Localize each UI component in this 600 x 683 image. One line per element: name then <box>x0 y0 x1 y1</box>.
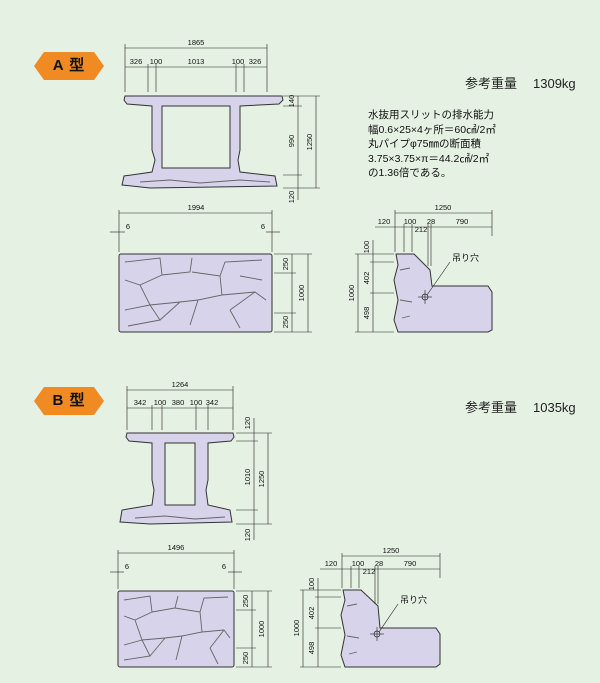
dim-a-front-part: 100 <box>150 57 163 66</box>
dim-a-side-height: 100 <box>362 241 371 254</box>
dim-b-plan-height: 250 <box>241 652 250 665</box>
type-a-plan-view: 1994 6 6 250 250 1000 <box>110 203 312 333</box>
lifting-hole-label: 吊り穴 <box>452 252 479 263</box>
badge-shape-b <box>34 387 104 415</box>
dim-b-plan-edge-left: 6 <box>125 562 129 571</box>
dim-b-plan-height-total: 1000 <box>257 621 266 638</box>
dim-b-side-total: 1250 <box>383 546 400 555</box>
dim-a-side-height-total: 1000 <box>347 285 356 302</box>
dim-b-front-part: 100 <box>154 398 167 407</box>
dim-b-front-part: 380 <box>172 398 185 407</box>
type-b-badge: B 型 <box>34 387 104 415</box>
type-a-front-view: 1865 326 100 1013 100 326 140 990 120 12… <box>121 38 320 204</box>
dim-a-side-total: 1250 <box>435 203 452 212</box>
dim-a-plan-edge-left: 6 <box>126 222 130 231</box>
note-line: 幅0.6×25×4ヶ所＝60㎠/2㎡ <box>368 123 496 136</box>
dim-b-front-part: 100 <box>190 398 203 407</box>
dim-a-side-part: 790 <box>456 217 469 226</box>
type-b-front-view: 1264 342 100 380 100 342 120 1010 120 12… <box>119 380 272 542</box>
dim-b-front-height: 120 <box>243 529 252 542</box>
note-line: 水抜用スリットの排水能力 <box>368 109 494 121</box>
dim-b-side-height: 100 <box>307 578 316 591</box>
dim-b-front-part: 342 <box>134 398 147 407</box>
dim-b-side-height: 498 <box>307 642 316 655</box>
dim-a-side-part: 212 <box>415 225 428 234</box>
dim-b-side-part: 28 <box>375 559 383 568</box>
dim-b-side-part: 120 <box>325 559 338 568</box>
weight-label: 参考重量 <box>465 400 518 415</box>
drainage-note: 水抜用スリットの排水能力 幅0.6×25×4ヶ所＝60㎠/2㎡ 丸パイプφ75㎜… <box>368 108 496 181</box>
type-a-side-view: 1250 120 100 212 28 790 100 402 498 1000… <box>347 203 493 333</box>
dim-a-front-total: 1865 <box>188 38 205 47</box>
dim-b-side-part: 212 <box>363 567 376 576</box>
type-a-weight: 参考重量 1309kg <box>465 73 576 92</box>
type-b-plan-view: 1496 6 6 250 250 1000 <box>110 543 272 668</box>
dim-b-front-height: 1010 <box>243 469 252 486</box>
note-line: の1.36倍である。 <box>368 167 452 179</box>
dim-b-front-height-total: 1250 <box>257 471 266 488</box>
dim-a-front-height-total: 1250 <box>305 134 314 151</box>
dim-a-side-part: 28 <box>427 217 435 226</box>
type-a-badge: A 型 <box>34 52 104 80</box>
type-a-label: A 型 <box>52 57 86 74</box>
type-b-weight: 参考重量 1035kg <box>465 397 576 416</box>
lifting-hole-label: 吊り穴 <box>400 594 427 605</box>
dim-a-side-height: 498 <box>362 307 371 320</box>
dim-a-front-height: 990 <box>287 135 296 148</box>
dim-a-plan-height: 250 <box>281 316 290 329</box>
dim-b-side-part: 790 <box>404 559 417 568</box>
dim-b-side-height-total: 1000 <box>292 620 301 637</box>
dim-b-front-height: 120 <box>243 417 252 430</box>
dim-a-plan-edge-right: 6 <box>261 222 265 231</box>
dim-b-plan-height: 250 <box>241 595 250 608</box>
dim-a-front-part: 100 <box>232 57 245 66</box>
dim-a-plan-height: 250 <box>281 258 290 271</box>
dim-a-plan-width: 1994 <box>188 203 205 212</box>
dim-a-front-height: 140 <box>287 95 296 108</box>
note-line: 3.75×3.75×π＝44.2㎠/2㎡ <box>368 152 490 165</box>
dim-a-side-part: 120 <box>378 217 391 226</box>
dim-b-side-part: 100 <box>352 559 365 568</box>
dim-a-front-height: 120 <box>287 191 296 204</box>
dim-a-plan-height-total: 1000 <box>297 285 306 302</box>
note-line: 丸パイプφ75㎜の断面積 <box>368 138 481 150</box>
dim-b-front-part: 342 <box>206 398 219 407</box>
weight-value: 1309kg <box>533 76 576 91</box>
type-b-side-view: 1250 120 100 212 28 790 100 402 498 1000… <box>292 546 441 668</box>
dim-a-side-part: 100 <box>404 217 417 226</box>
type-b-label: B 型 <box>52 392 86 409</box>
weight-value: 1035kg <box>533 400 576 415</box>
dim-a-front-part: 326 <box>249 57 262 66</box>
dim-a-front-part: 1013 <box>188 57 205 66</box>
dim-b-plan-width: 1496 <box>168 543 185 552</box>
badge-shape-a <box>34 52 104 80</box>
weight-label: 参考重量 <box>465 76 518 91</box>
dim-b-plan-edge-right: 6 <box>222 562 226 571</box>
dim-b-front-total: 1264 <box>172 380 189 389</box>
dim-a-front-part: 326 <box>130 57 143 66</box>
dim-b-side-height: 402 <box>307 607 316 620</box>
dim-a-side-height: 402 <box>362 272 371 285</box>
